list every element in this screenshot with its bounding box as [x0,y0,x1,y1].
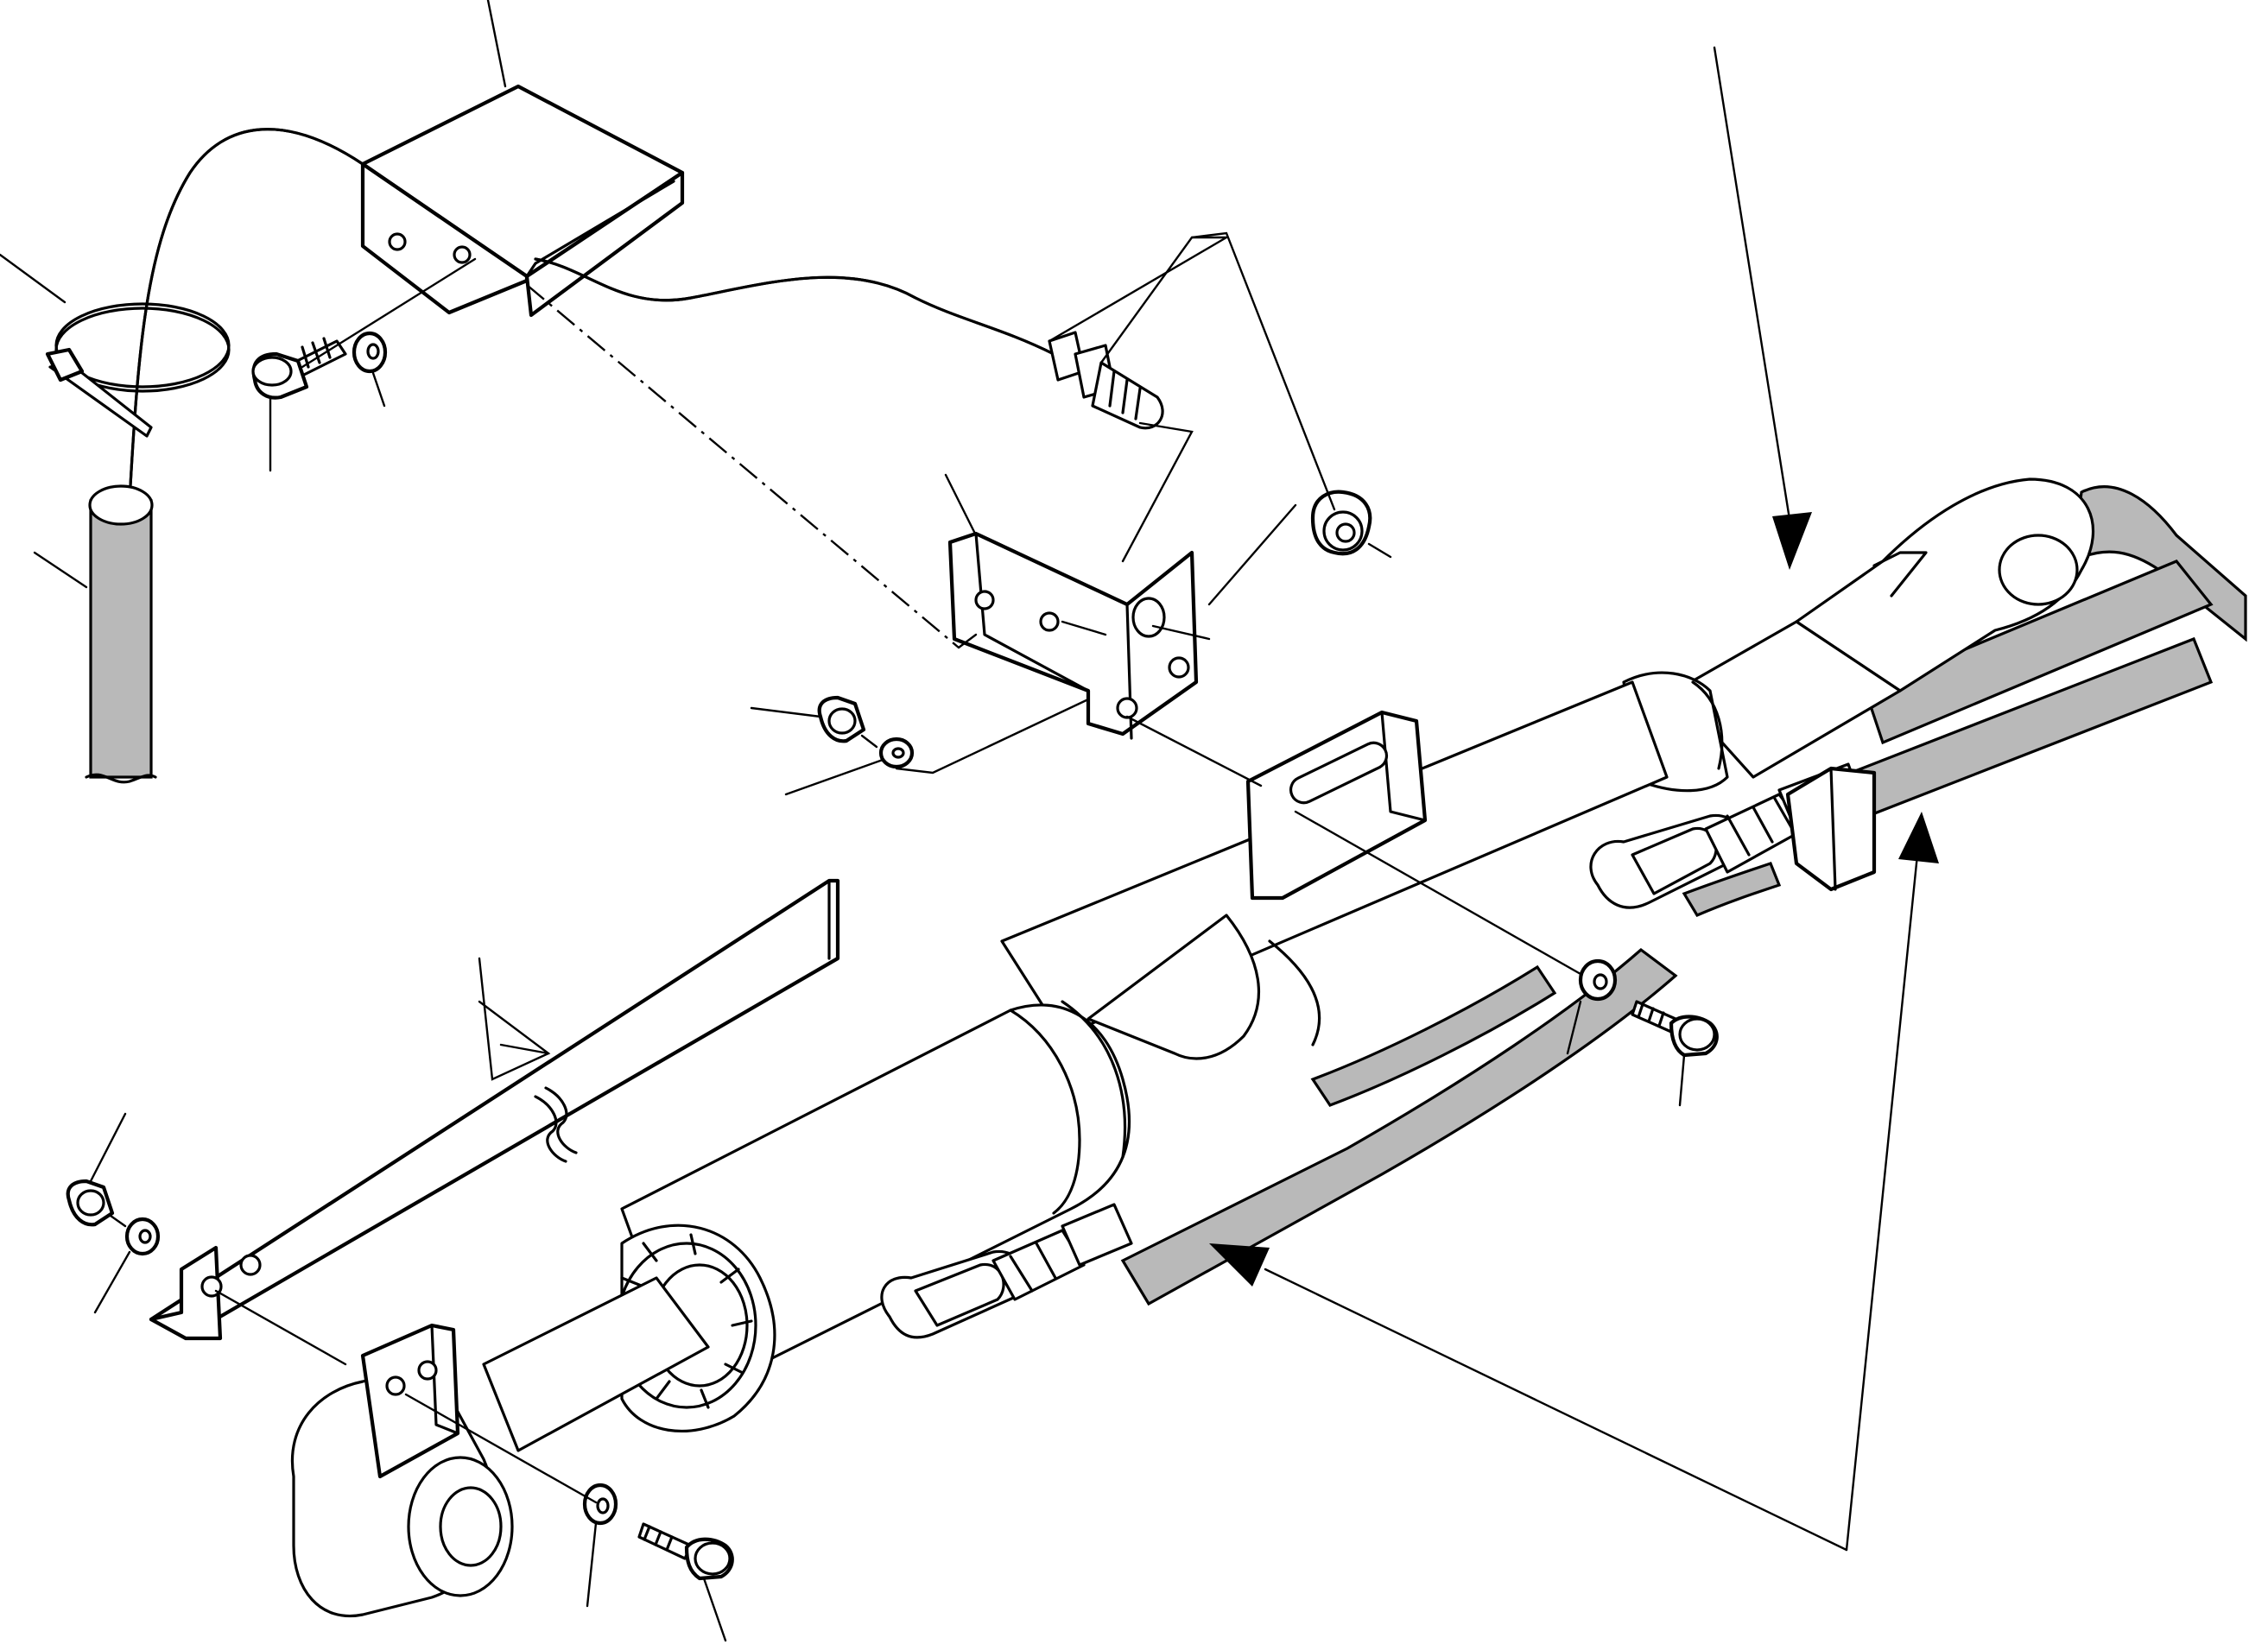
cable-tie [45,302,231,438]
bracket-nut-washer [878,737,915,769]
cable-sleeve [85,484,157,784]
leader-lines [0,0,1686,1642]
bar-nut [66,1179,127,1228]
sensor-screw [251,337,347,400]
arrow-head-hose-upper [1898,812,1939,863]
bar-washer [124,1217,161,1256]
sensor-cable [128,128,1055,503]
hose-fitting-lower [880,1203,1133,1339]
sensor-washer [352,331,388,374]
threaded-sensor-probe [1048,331,1164,430]
center-lines [214,257,1582,1504]
pointer-arrows [1209,46,1939,1552]
clevis-screw [637,1522,734,1581]
cylinder-tab-washer [1578,958,1618,1002]
cylinder-tab-screw [1631,1000,1719,1058]
mounting-bracket [947,531,1199,740]
cylinder-tab-plate [1245,710,1428,901]
bracket-nut [817,695,878,749]
probe-nut [1310,490,1372,556]
sensor-box [360,84,685,318]
arrow-head-cylinder [1772,512,1812,570]
cylinder-lower-tab-plate [360,1323,460,1479]
arrow-head-hose-lower [1209,1243,1270,1287]
hose-fitting-upper [1589,762,1877,909]
clevis-washer [582,1483,618,1526]
hydraulic-hose [1120,485,2247,1306]
